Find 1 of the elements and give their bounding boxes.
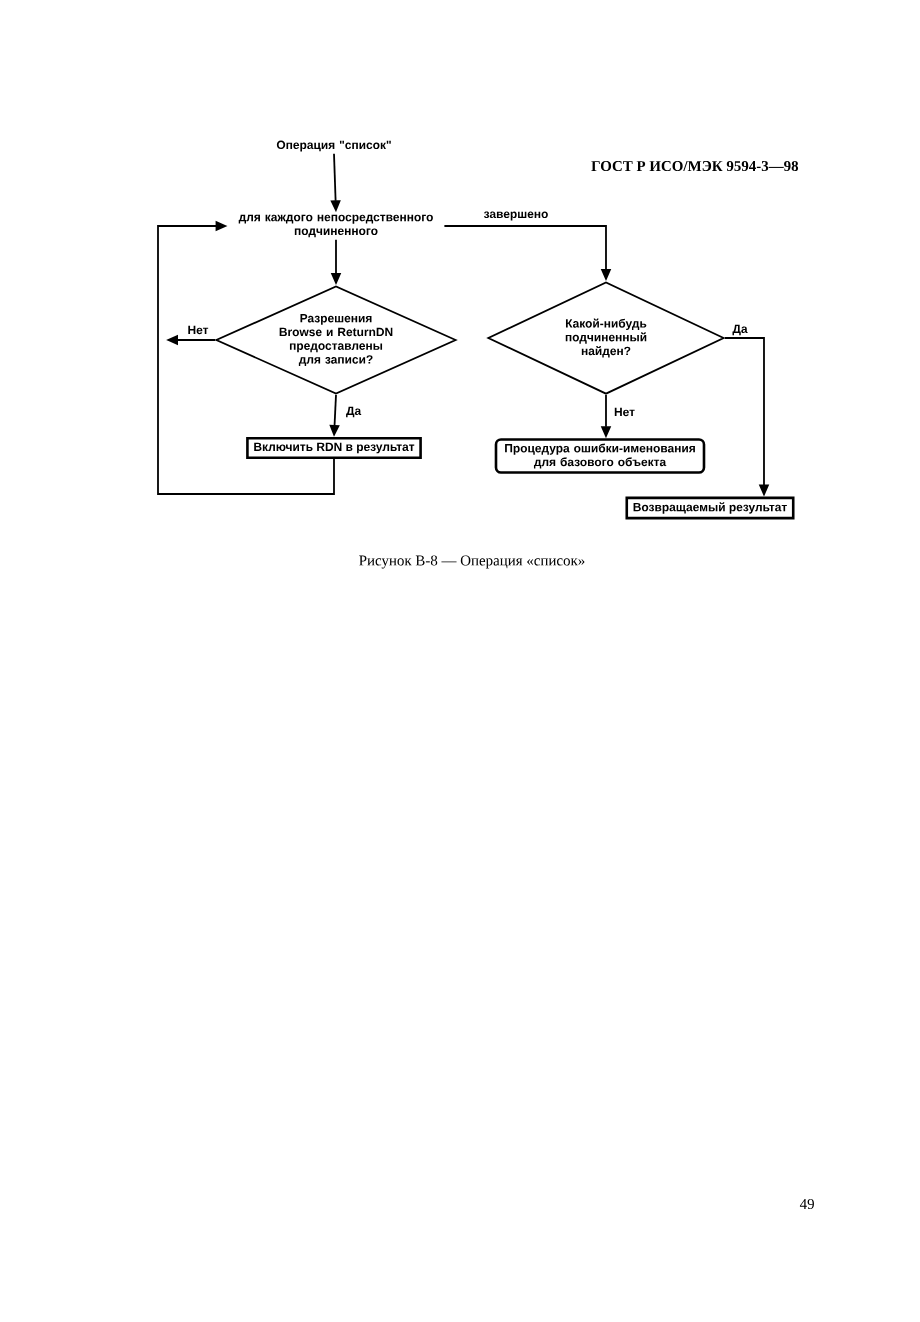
arrow [157,220,335,495]
